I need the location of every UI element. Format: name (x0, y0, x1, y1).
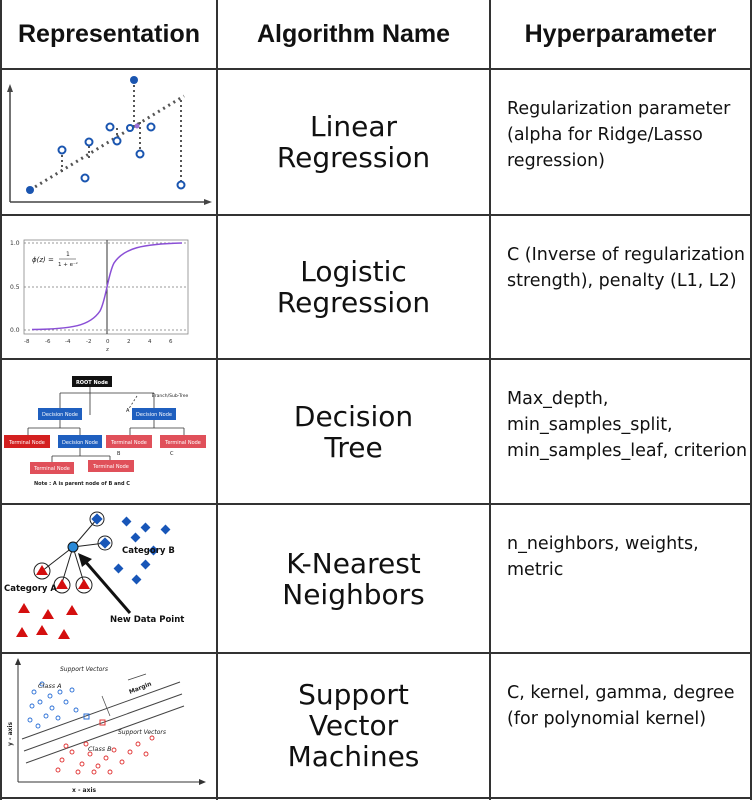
sigmoid-formula-numerator: 1 (66, 251, 70, 258)
sigmoid-y-tick: 0.0 (10, 327, 20, 334)
sigmoid-x-tick: -6 (45, 339, 51, 345)
header-hyperparameter: Hyperparameter (524, 19, 717, 48)
tree-terminal-node: Terminal Node (92, 464, 129, 470)
sigmoid-y-tick: 1.0 (10, 240, 20, 247)
sigmoid-x-tick: 0 (106, 339, 110, 345)
algorithm-name-line: Linear (309, 110, 398, 143)
sigmoid-y-tick: 0.5 (10, 284, 20, 291)
hyperparameter-line: Max_depth, (507, 389, 609, 409)
algorithm-name-line: Regression (276, 286, 431, 319)
sigmoid-formula-lhs: ϕ(z) = (32, 256, 54, 264)
knn-category-b-label: Category B (122, 546, 175, 556)
algorithm-name-line: Machines (287, 740, 420, 773)
hyperparameter-svm: C, kernel, gamma, degree (for polynomial… (491, 654, 750, 797)
tree-branch-label: Branch/Sub-Tree (152, 393, 189, 399)
table-border-right (750, 0, 752, 800)
table-border-left (0, 0, 2, 800)
tree-root-node: ROOT Node (76, 380, 109, 386)
hyperparameter-linear-regression: Regularization parameter (alpha for Ridg… (491, 70, 750, 214)
tree-terminal-node: Terminal Node (164, 440, 201, 446)
tree-label-a: A (126, 408, 130, 414)
svm-class-a-label: Class A (38, 682, 62, 690)
algorithm-name-line: Decision (293, 399, 414, 433)
svm-diagram: Support Vectors Class A Support Vectors … (2, 654, 216, 797)
tree-decision-node: Decision Node (62, 440, 98, 446)
hyperparameter-line: min_samples_split, (507, 415, 673, 435)
header-representation: Representation (18, 19, 200, 48)
svm-x-axis-label: x - axis (72, 787, 97, 794)
algorithm-name-line: Regression (276, 141, 431, 174)
hyperparameter-line: n_neighbors, weights, metric (507, 534, 699, 580)
knn-diagram: Category B Category A New Data Point (2, 505, 216, 652)
row-divider-2 (0, 358, 752, 360)
row-divider-header (0, 68, 752, 70)
algorithm-name-line: Tree (324, 430, 383, 464)
hyperparameter-line: Regularization parameter (507, 99, 731, 119)
column-divider-2 (489, 0, 491, 800)
algorithm-name-line: K-Nearest (286, 546, 421, 580)
sigmoid-x-tick: -4 (65, 339, 71, 345)
knn-new-point-label: New Data Point (110, 615, 184, 625)
linear-regression-plot (2, 70, 216, 214)
row-divider-3 (0, 503, 752, 505)
sigmoid-plot: 1.0 0.5 0.0 -8 -6 -4 -2 0 2 4 6 z ϕ(z) =… (2, 216, 216, 358)
header-algorithm-name: Algorithm Name (256, 19, 451, 48)
sigmoid-x-tick: 2 (127, 339, 131, 345)
algorithm-name-line: Support (298, 678, 409, 711)
algorithm-name-line: Neighbors (282, 577, 425, 611)
svm-support-vectors-bottom-label: Support Vectors (118, 729, 166, 736)
svm-class-b-label: Class B (88, 745, 112, 753)
decision-tree-diagram: ROOT Node Branch/Sub-Tree Decision Node … (2, 360, 216, 503)
algorithm-name-line: Vector (308, 709, 399, 742)
row-divider-1 (0, 214, 752, 216)
sigmoid-x-tick: 4 (148, 339, 152, 345)
hyperparameter-line: (for polynomial kernel) (507, 709, 707, 729)
hyperparameter-line: strength), penalty (L1, L2) (507, 271, 737, 291)
tree-note: Note : A is parent node of B and C (34, 481, 130, 487)
sigmoid-formula-denominator: 1 + e⁻ᶻ (58, 262, 78, 268)
hyperparameter-line: (alpha for Ridge/Lasso (507, 125, 703, 145)
svm-y-axis-label: y - axis (7, 721, 14, 746)
tree-decision-node: Decision Node (136, 412, 172, 418)
knn-category-a-label: Category A (4, 584, 57, 594)
tree-label-b: B (117, 451, 121, 457)
hyperparameter-line: regression) (507, 151, 605, 171)
algorithm-name-line: Logistic (300, 255, 407, 288)
tree-label-c: C (170, 451, 174, 457)
hyperparameter-line: C, kernel, gamma, degree (507, 683, 735, 703)
sigmoid-x-tick: -2 (86, 339, 91, 345)
column-divider-1 (216, 0, 218, 800)
tree-terminal-node: Terminal Node (110, 440, 147, 446)
hyperparameter-logistic-regression: C (Inverse of regularization strength), … (491, 216, 750, 358)
table-border-bottom (0, 797, 752, 799)
sigmoid-x-tick: 6 (169, 339, 173, 345)
sigmoid-x-label: z (106, 347, 109, 353)
tree-terminal-node: Terminal Node (8, 440, 45, 446)
hyperparameter-knn: n_neighbors, weights, metric (491, 505, 750, 652)
tree-terminal-node: Terminal Node (33, 466, 70, 472)
sigmoid-x-tick: -8 (24, 339, 30, 345)
hyperparameter-line: C (Inverse of regularization (507, 245, 745, 265)
tree-decision-node: Decision Node (42, 412, 78, 418)
row-divider-4 (0, 652, 752, 654)
svm-support-vectors-top-label: Support Vectors (60, 666, 108, 673)
hyperparameter-line: min_samples_leaf, criterion (507, 441, 748, 461)
hyperparameter-decision-tree: Max_depth, min_samples_split, min_sample… (491, 360, 750, 503)
